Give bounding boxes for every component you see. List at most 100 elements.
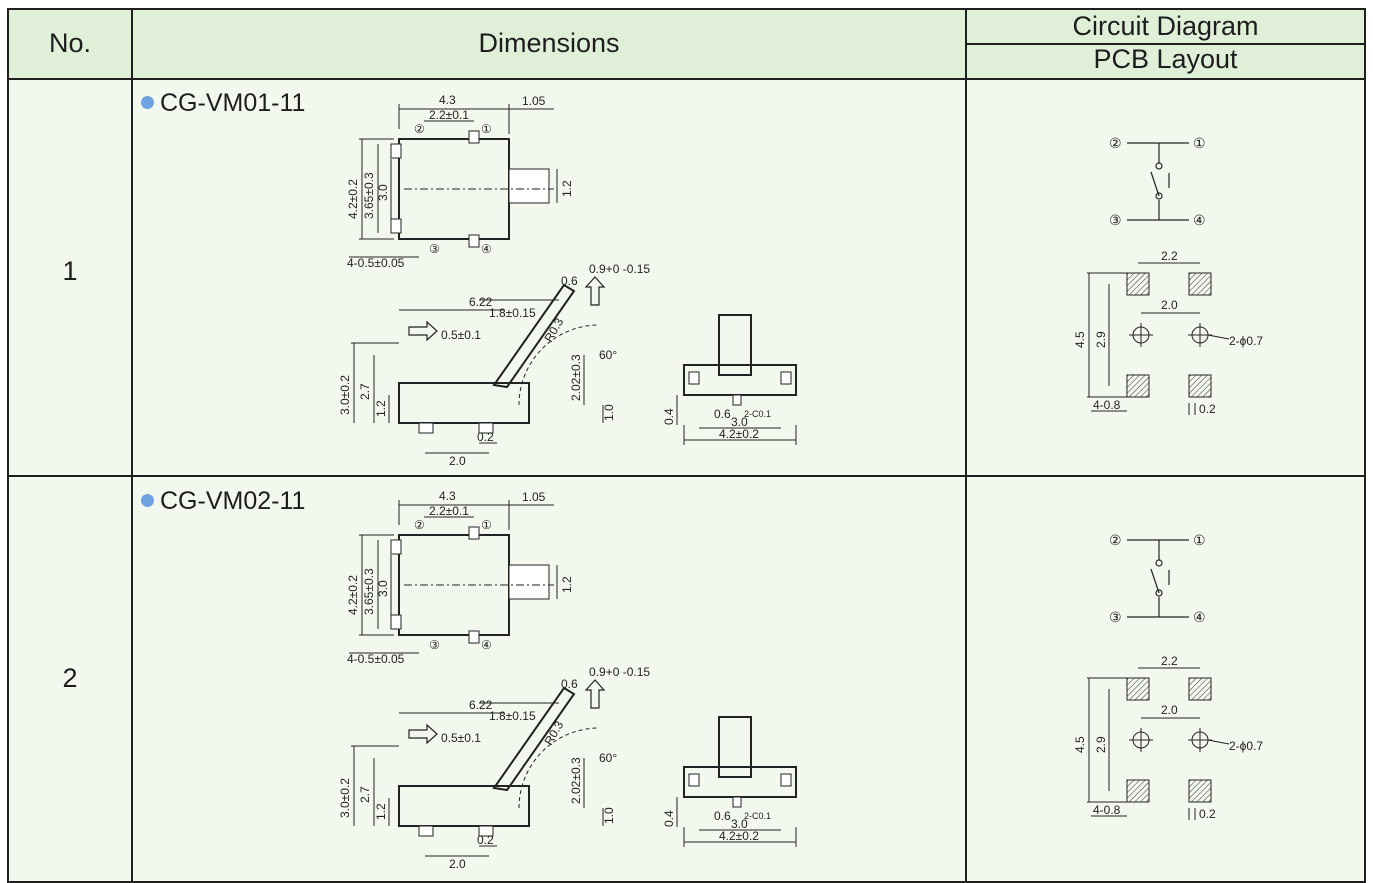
bullet-dot-icon <box>141 96 154 109</box>
dim-foot-pitch: 2.0 <box>449 454 466 468</box>
dim-base: 1.0 <box>602 404 616 421</box>
dim-front-w1: 0.6 <box>714 407 731 421</box>
dim-height3: 3.0 <box>376 580 390 597</box>
dim-angle: 60° <box>599 348 617 362</box>
col-divider-2 <box>965 10 967 881</box>
pcb-height: 4.5 <box>1073 331 1087 348</box>
circuit-pin-2: ② <box>1109 135 1122 151</box>
row-divider <box>9 475 1364 477</box>
dim-body-height: 3.0±0.2 <box>338 778 352 818</box>
dim-pitch: 2.2±0.1 <box>429 504 469 518</box>
pcb-hole-pitch: 2.0 <box>1161 298 1178 312</box>
circuit-pin-1: ① <box>1193 532 1206 548</box>
pcb-pitch: 2.2 <box>1161 654 1178 668</box>
row-2-model: CG-VM02-11 <box>141 487 305 516</box>
pcb-height: 4.5 <box>1073 736 1087 753</box>
dim-tab: 1.05 <box>522 490 546 504</box>
circuit-pin-4: ④ <box>1193 212 1206 228</box>
header-no: No. <box>48 28 92 58</box>
pcb-height2: 2.9 <box>1094 736 1108 753</box>
pcb-pad: 4-0.8 <box>1093 803 1121 817</box>
dim-tip-width: 0.9+0 -0.15 <box>589 665 650 679</box>
dim-thickness: 0.4 <box>662 408 676 425</box>
dim-width: 4.3 <box>439 93 456 107</box>
dim-front-w3: 4.2±0.2 <box>719 427 759 441</box>
dim-tip: 0.6 <box>561 677 578 691</box>
dim-pad: 4-0.5±0.05 <box>347 652 405 666</box>
dim-radius: R0.3 <box>541 718 566 747</box>
circuit-diagram-drawing: ② ① ③ ④ <box>1109 135 1206 228</box>
dim-thickness: 0.4 <box>662 810 676 827</box>
table-header <box>9 10 1364 80</box>
dim-lever: 1.8±0.15 <box>489 306 536 320</box>
side-view-drawing: 6.22 1.8±0.15 0.5±0.1 0.6 0.9+0 -0.15 R0… <box>338 262 650 468</box>
front-view-drawing: 0.4 0.6 2-C0.1 3.0 4.2±0.2 <box>662 314 797 445</box>
dim-body-height3: 1.2 <box>374 803 388 820</box>
col-divider-1 <box>131 10 133 881</box>
top-view-drawing: 4.3 1.05 2.2±0.1 ② ① ③ ④ 4-0.5±0.05 4.2±… <box>346 93 574 270</box>
dim-body-height: 3.0±0.2 <box>338 375 352 415</box>
dim-body-height2: 2.7 <box>358 383 372 400</box>
dim-pitch: 2.2±0.1 <box>429 108 469 122</box>
row-1-model: CG-VM01-11 <box>141 89 305 118</box>
dim-height3: 3.0 <box>376 184 390 201</box>
dim-chamfer: 2-C0.1 <box>744 409 771 419</box>
dim-length: 6.22 <box>469 698 493 712</box>
dim-chamfer: 2-C0.1 <box>744 811 771 821</box>
dim-foot: 0.2 <box>477 430 494 444</box>
dim-height: 4.2±0.2 <box>346 179 360 219</box>
row-2-number: 2 <box>62 663 78 693</box>
circuit-pin-1: ① <box>1193 135 1206 151</box>
header-dimensions: Dimensions <box>478 28 620 58</box>
row-2-model-name: CG-VM02-11 <box>160 487 306 515</box>
row-1-model-name: CG-VM01-11 <box>160 89 306 117</box>
dim-base: 1.0 <box>602 807 616 824</box>
dim-travel: 0.5±0.1 <box>441 328 481 342</box>
pcb-layout-drawing: 2.2 2.0 4.5 2.9 2-ϕ0.7 4-0.8 0.2 <box>1073 654 1263 821</box>
dim-length: 6.22 <box>469 295 493 309</box>
top-view-drawing: 4.3 1.05 2.2±0.1 ② ① ③ ④ 4-0.5±0.05 4.2±… <box>346 489 574 666</box>
dim-tip-width: 0.9+0 -0.15 <box>589 262 650 276</box>
dim-height2: 3.65±0.3 <box>362 568 376 615</box>
pin-2-label: ② <box>414 122 425 136</box>
spec-table: No. Dimensions Circuit Diagram PCB Layou… <box>7 8 1366 883</box>
side-view-drawing: 6.22 1.8±0.15 0.5±0.1 0.6 0.9+0 -0.15 R0… <box>338 665 650 871</box>
pin-3-label: ③ <box>429 638 440 652</box>
pcb-gap: 0.2 <box>1199 402 1216 416</box>
front-view-drawing: 0.4 0.6 2-C0.1 3.0 4.2±0.2 <box>662 716 797 847</box>
header-split-line <box>967 43 1364 45</box>
circuit-pin-3: ③ <box>1109 609 1122 625</box>
dim-front-w1: 0.6 <box>714 809 731 823</box>
pin-4-label: ④ <box>481 638 492 652</box>
bullet-dot-icon <box>141 494 154 507</box>
dim-body-height3: 1.2 <box>374 400 388 417</box>
dim-angle: 60° <box>599 751 617 765</box>
row-1-number: 1 <box>62 256 78 286</box>
dim-lever-width: 1.2 <box>560 180 574 197</box>
dim-lever-width: 1.2 <box>560 576 574 593</box>
pin-1-label: ① <box>481 518 492 532</box>
pin-2-label: ② <box>414 518 425 532</box>
pcb-height2: 2.9 <box>1094 331 1108 348</box>
pin-4-label: ④ <box>481 242 492 256</box>
dim-pad: 4-0.5±0.05 <box>347 256 405 270</box>
dim-front-w2: 3.0 <box>731 817 748 831</box>
dim-lever-height: 2.02±0.3 <box>569 354 583 401</box>
dim-front-w2: 3.0 <box>731 415 748 429</box>
dim-tip: 0.6 <box>561 274 578 288</box>
dim-height2: 3.65±0.3 <box>362 172 376 219</box>
dim-tab: 1.05 <box>522 94 546 108</box>
circuit-pin-4: ④ <box>1193 609 1206 625</box>
dim-lever-height: 2.02±0.3 <box>569 757 583 804</box>
dim-foot-pitch: 2.0 <box>449 857 466 871</box>
dim-body-height2: 2.7 <box>358 786 372 803</box>
pin-1-label: ① <box>481 122 492 136</box>
dim-travel: 0.5±0.1 <box>441 731 481 745</box>
dim-width: 4.3 <box>439 489 456 503</box>
dim-lever: 1.8±0.15 <box>489 709 536 723</box>
pcb-pitch: 2.2 <box>1161 249 1178 263</box>
dim-radius: R0.3 <box>541 315 566 344</box>
circuit-pin-3: ③ <box>1109 212 1122 228</box>
dim-foot: 0.2 <box>477 833 494 847</box>
